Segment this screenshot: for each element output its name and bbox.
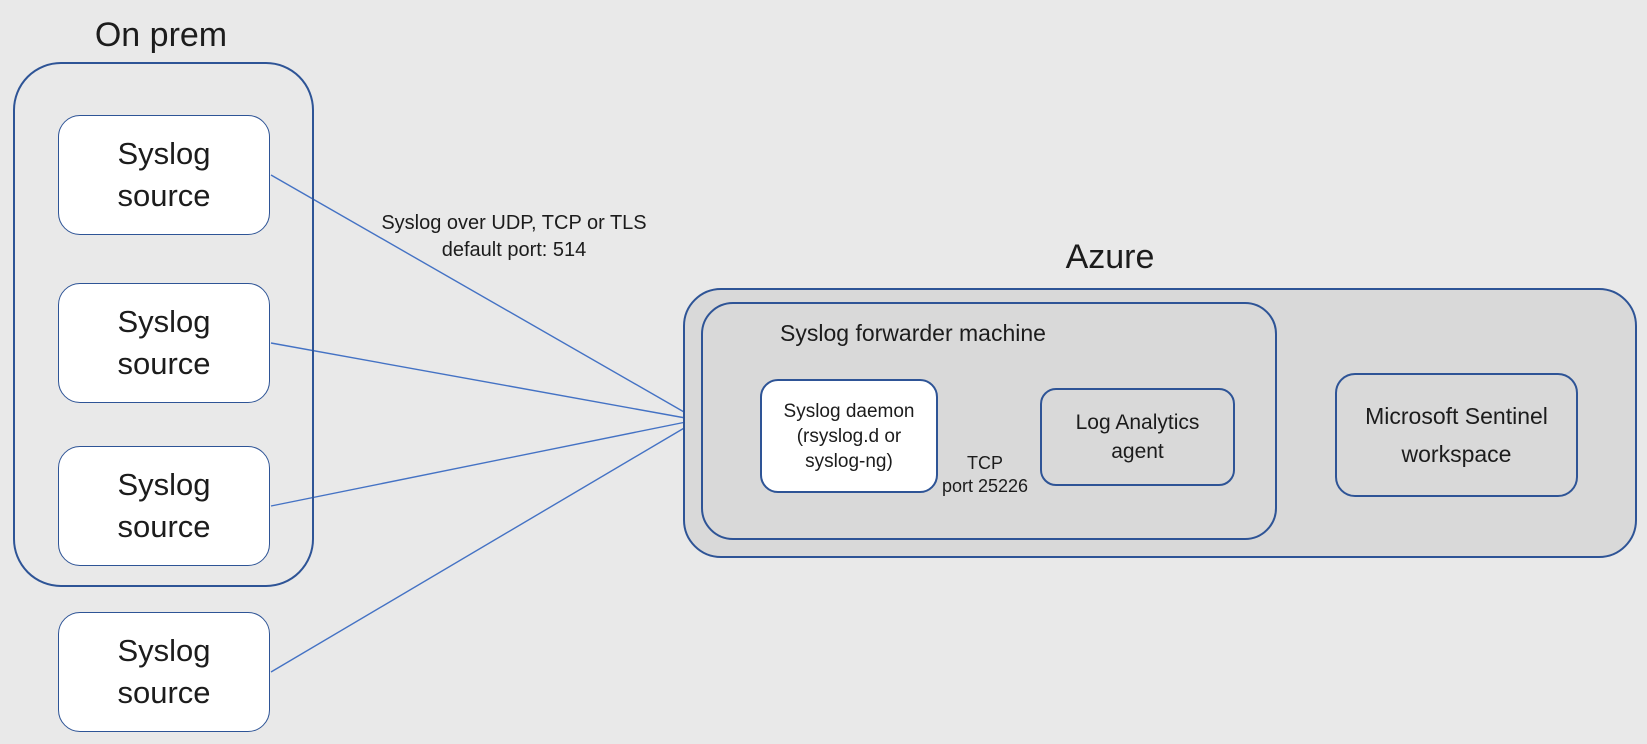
- sentinel-workspace-box: Microsoft Sentinel workspace: [1335, 373, 1578, 497]
- syslog-daemon-line2: (rsyslog.d or: [796, 425, 902, 447]
- sentinel-workspace-line2: workspace: [1401, 441, 1512, 467]
- connection-protocol-line1: Syslog over UDP, TCP or TLS: [381, 212, 647, 234]
- onprem-label: On prem: [94, 16, 228, 54]
- azure-label: Azure: [1065, 238, 1155, 276]
- syslog-source-box: Syslog source: [58, 283, 270, 403]
- tcp-port-line2: port 25226: [941, 476, 1029, 496]
- syslog-source-box: Syslog source: [58, 446, 270, 566]
- syslog-source-box: Syslog source: [58, 115, 270, 235]
- connection-protocol-label: Syslog over UDP, TCP or TLS default port…: [364, 210, 664, 264]
- connector-line-source2: [270, 342, 692, 420]
- syslog-source-label: Syslog source: [117, 632, 211, 710]
- log-analytics-agent-box: Log Analytics agent: [1040, 388, 1235, 486]
- connector-line-source3: [270, 420, 692, 507]
- log-analytics-agent-line2: agent: [1111, 440, 1164, 463]
- syslog-source-label: Syslog source: [117, 135, 211, 213]
- syslog-daemon-line1: Syslog daemon: [783, 400, 915, 422]
- syslog-source-box: Syslog source: [58, 612, 270, 732]
- syslog-daemon-box: Syslog daemon (rsyslog.d or syslog-ng): [760, 379, 938, 493]
- connector-line-source4: [270, 423, 692, 673]
- log-analytics-agent-line1: Log Analytics: [1075, 411, 1200, 434]
- syslog-source-label: Syslog source: [117, 303, 211, 381]
- sentinel-workspace-line1: Microsoft Sentinel: [1365, 403, 1548, 429]
- forwarder-group: [701, 302, 1277, 540]
- onprem-group: [13, 62, 314, 587]
- connection-protocol-line2: default port: 514: [441, 239, 587, 261]
- syslog-source-label: Syslog source: [117, 466, 211, 544]
- tcp-port-label: TCP port 25226: [915, 452, 1055, 498]
- tcp-port-line1: TCP: [967, 453, 1003, 473]
- forwarder-title: Syslog forwarder machine: [780, 320, 1046, 346]
- syslog-daemon-line3: syslog-ng): [805, 450, 893, 472]
